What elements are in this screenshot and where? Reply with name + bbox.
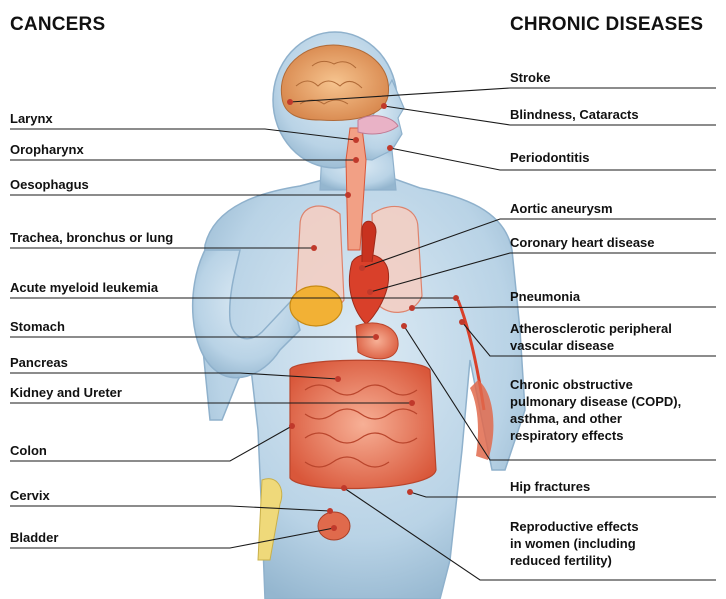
label-cervix: Cervix [10,487,50,504]
label-hip-fractures: Hip fractures [510,478,590,495]
marker-cervix [327,508,333,514]
marker-periodontitis [387,145,393,151]
marker-blindness [381,103,387,109]
label-periodontitis: Periodontitis [510,149,589,166]
marker-aortic [359,265,365,271]
leader-larynx [10,129,356,140]
chronic-diseases-heading: CHRONIC DISEASES [510,14,703,36]
label-larynx: Larynx [10,110,53,127]
label-kidney-ureter: Kidney and Ureter [10,384,122,401]
label-copd: Chronic obstructive pulmonary disease (C… [510,376,681,444]
label-coronary-heart-disease: Coronary heart disease [510,234,655,251]
cancers-heading: CANCERS [10,14,105,36]
marker-pneumonia [409,305,415,311]
marker-pancreas [335,376,341,382]
marker-oesophagus [345,192,351,198]
marker-coronary [367,289,373,295]
leader-pneumonia [412,307,716,308]
marker-larynx [353,137,359,143]
label-oropharynx: Oropharynx [10,141,84,158]
marker-kidney [409,400,415,406]
label-aortic-aneurysm: Aortic aneurysm [510,200,613,217]
marker-bladder [331,525,337,531]
marker-leukemia [453,295,459,301]
marker-stroke [287,99,293,105]
marker-hip [407,489,413,495]
label-blindness-cataracts: Blindness, Cataracts [510,106,639,123]
label-reproductive-effects: Reproductive effects in women (including… [510,518,639,569]
leader-bladder [10,528,334,548]
leader-cervix [10,506,330,511]
label-bladder: Bladder [10,529,58,546]
label-colon: Colon [10,442,47,459]
marker-oropharynx [353,157,359,163]
marker-reproductive [341,485,347,491]
label-pneumonia: Pneumonia [510,288,580,305]
label-oesophagus: Oesophagus [10,176,89,193]
label-acute-myeloid-leukemia: Acute myeloid leukemia [10,279,158,296]
label-trachea-bronchus-lung: Trachea, bronchus or lung [10,229,173,246]
leader-pancreas [10,373,338,379]
leader-colon [10,426,292,461]
marker-stomach [373,334,379,340]
marker-atherosclerotic [459,319,465,325]
label-stroke: Stroke [510,69,550,86]
label-stomach: Stomach [10,318,65,335]
marker-lung [311,245,317,251]
marker-colon [289,423,295,429]
label-atherosclerotic-peripheral-vascular: Atherosclerotic peripheral vascular dise… [510,320,672,354]
marker-copd [401,323,407,329]
leader-stroke [290,88,716,102]
leader-coronary [370,253,716,292]
label-pancreas: Pancreas [10,354,68,371]
